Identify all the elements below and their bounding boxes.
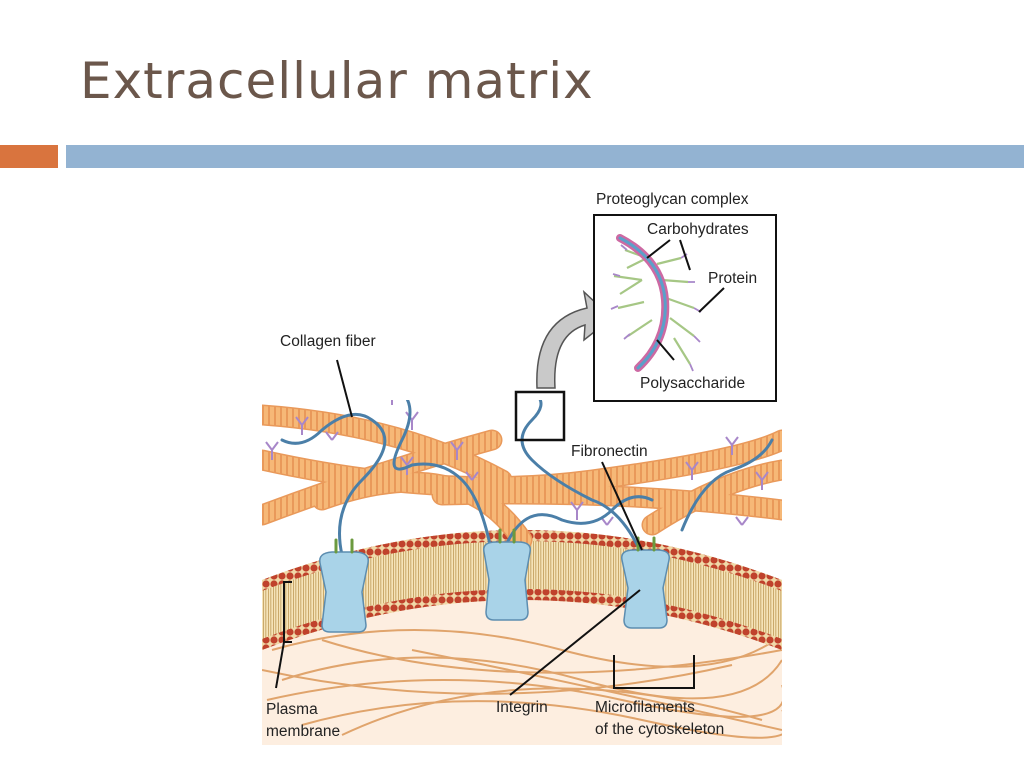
label-collagen-fiber: Collagen fiber <box>280 333 376 350</box>
label-plasma: Plasma <box>266 701 318 718</box>
integrin-proteins <box>319 541 670 633</box>
slide-title: Extracellular matrix <box>80 52 594 110</box>
zoom-selection-box <box>514 390 566 442</box>
label-protein: Protein <box>708 270 757 287</box>
inset-polysaccharide-branches <box>610 244 702 372</box>
accent-bar-orange <box>0 145 58 168</box>
label-polysaccharide: Polysaccharide <box>640 375 745 392</box>
leader-lines <box>275 239 725 696</box>
fibronectin-strands <box>280 400 774 557</box>
ecm-diagram: Proteoglycan complex Carbohydrates Prote… <box>262 180 782 745</box>
label-cytoskeleton: of the cytoskeleton <box>595 721 724 738</box>
label-proteoglycan-complex: Proteoglycan complex <box>596 191 749 208</box>
label-integrin: Integrin <box>496 699 548 716</box>
label-fibronectin: Fibronectin <box>571 443 648 460</box>
microfilaments <box>262 629 782 739</box>
accent-bar-blue <box>66 145 1024 168</box>
proteoglycan-inset <box>593 214 777 402</box>
label-carbohydrates: Carbohydrates <box>647 221 749 238</box>
label-membrane: membrane <box>266 723 340 740</box>
inset-polysaccharide <box>618 236 667 370</box>
outer-lipid-heads <box>262 530 782 591</box>
inset-carbohydrate-branches <box>613 248 695 365</box>
label-microfilaments: Microfilaments <box>595 699 695 716</box>
